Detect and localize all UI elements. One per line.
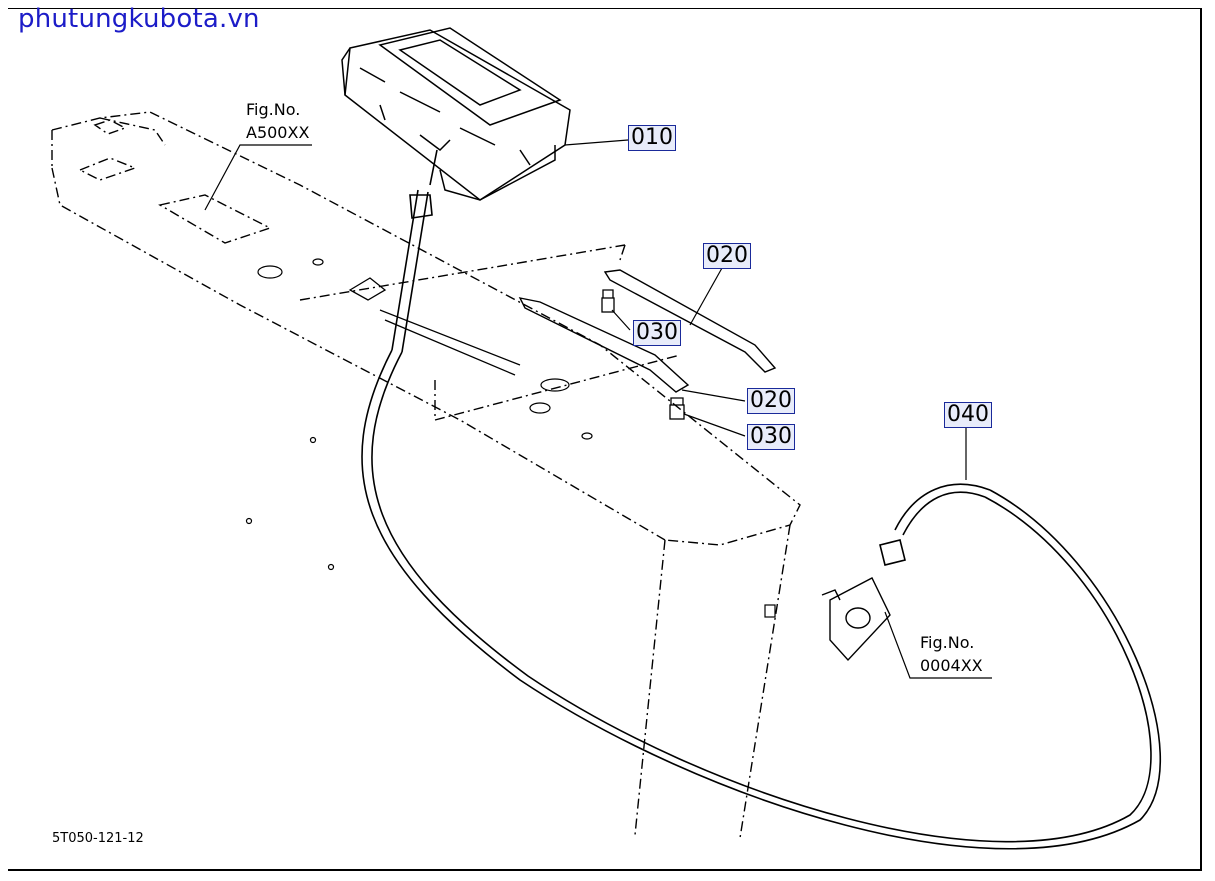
- site-watermark: phutungkubota.vn: [18, 4, 260, 34]
- fig-ref-a500-label: Fig.No.: [246, 100, 301, 119]
- mount-bracket: [348, 277, 521, 376]
- dashboard-panel: [51, 111, 801, 839]
- part-callout-040[interactable]: 040: [944, 402, 992, 428]
- part-callout-030-lower[interactable]: 030: [747, 424, 795, 450]
- part-callout-020-upper[interactable]: 020: [703, 243, 751, 269]
- part-callout-020-lower[interactable]: 020: [747, 388, 795, 414]
- meter-cluster: [341, 27, 571, 201]
- meter-cable: [361, 149, 1162, 850]
- drawing-frame: [8, 8, 1202, 871]
- fig-ref-0004-label: Fig.No.: [920, 633, 975, 652]
- part-callout-010[interactable]: 010: [628, 125, 676, 151]
- drawing-number: 5T050-121-12: [52, 831, 144, 846]
- drive-adapter: [821, 577, 891, 662]
- part-callout-030-upper[interactable]: 030: [633, 320, 681, 346]
- stay-brackets: [518, 269, 777, 393]
- fig-ref-a500-code[interactable]: A500XX: [246, 123, 310, 142]
- leader-lines: [204, 139, 992, 679]
- fig-ref-0004-code[interactable]: 0004XX: [920, 656, 983, 675]
- bolts: [601, 289, 685, 420]
- panel-holes: [245, 258, 776, 618]
